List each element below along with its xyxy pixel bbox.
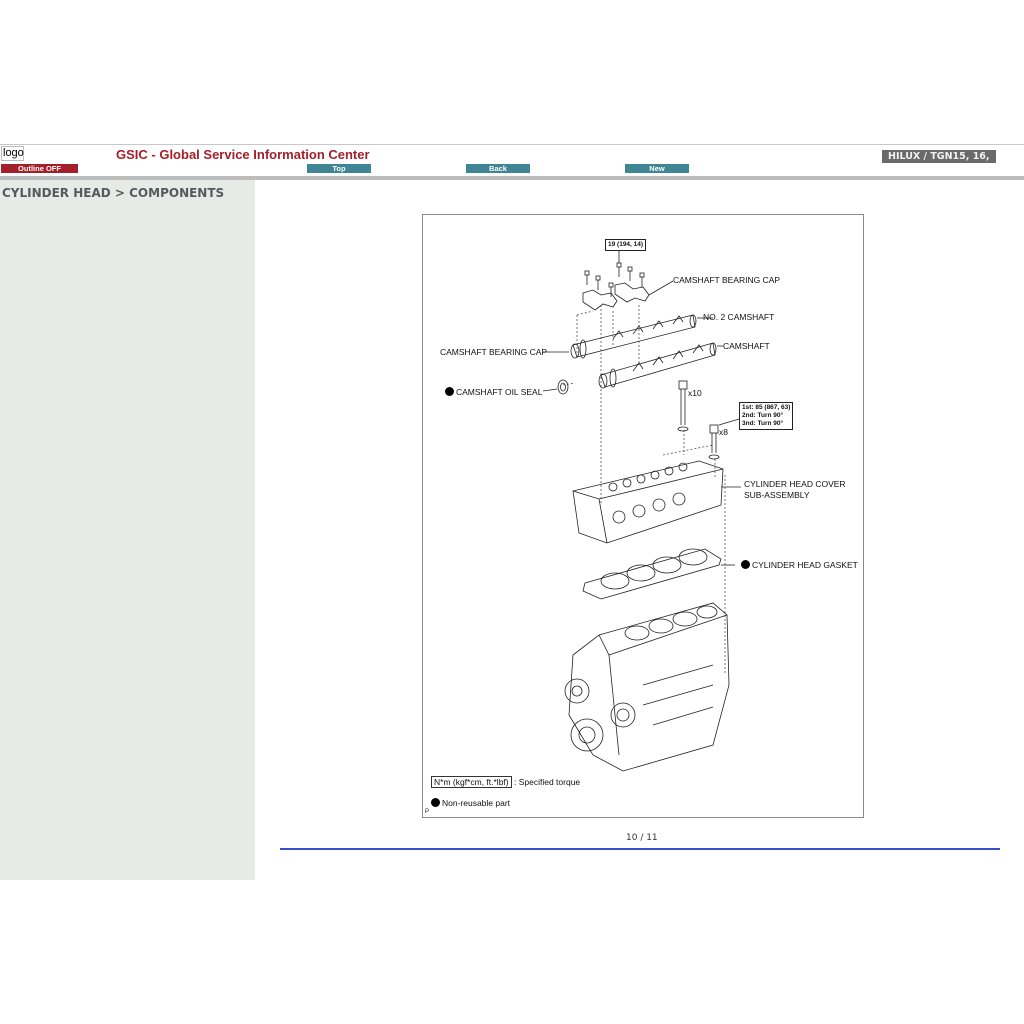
label-camshaft-bearing-cap-right: CAMSHAFT BEARING CAP bbox=[673, 275, 781, 285]
logo-image: logo bbox=[1, 146, 24, 161]
top-header bbox=[0, 144, 1024, 180]
torque-spec-box: 19 (194, 14) bbox=[605, 239, 647, 251]
label-cylinder-head-cover: CYLINDER HEAD COVER SUB-ASSEMBLY bbox=[744, 479, 846, 500]
back-button[interactable]: Back bbox=[466, 164, 530, 173]
non-reusable-dot-icon bbox=[445, 387, 454, 396]
header-divider bbox=[0, 176, 1024, 180]
vehicle-badge: HILUX / TGN15, 16, bbox=[882, 150, 996, 163]
label-camshaft-bearing-cap-left: CAMSHAFT BEARING CAP bbox=[440, 347, 548, 357]
site-title: GSIC - Global Service Information Center bbox=[116, 147, 370, 162]
legend-torque: N*m (kgf*cm, ft.*lbf) : Specified torque bbox=[431, 776, 580, 788]
breadcrumb: CYLINDER HEAD > COMPONENTS bbox=[2, 186, 225, 200]
oil-seal-icon bbox=[557, 379, 569, 395]
label-cylinder-head-gasket: CYLINDER HEAD GASKET bbox=[741, 560, 858, 570]
non-reusable-dot-icon bbox=[431, 798, 440, 807]
page-indicator: 10 / 11 bbox=[626, 833, 658, 843]
label-camshaft: CAMSHAFT bbox=[723, 341, 770, 351]
top-button[interactable]: Top bbox=[307, 164, 371, 173]
legend-non-reusable: Non-reusable part bbox=[431, 798, 510, 808]
cylinder-head-icon bbox=[572, 460, 724, 544]
new-button[interactable]: New bbox=[625, 164, 689, 173]
head-bolt-torque-box: 1st: 85 (867, 63) 2nd: Turn 90° 3nd: Tur… bbox=[739, 402, 794, 430]
components-diagram: 19 (194, 14) CAMSHAFT BEARING CAP NO. 2 … bbox=[422, 214, 864, 818]
label-x8: x8 bbox=[719, 427, 728, 437]
non-reusable-dot-icon bbox=[741, 560, 750, 569]
page-divider bbox=[280, 848, 1000, 850]
cylinder-head-gasket-icon bbox=[582, 548, 722, 600]
corner-mark: P bbox=[425, 809, 430, 815]
engine-block-icon bbox=[564, 602, 730, 772]
outline-off-button[interactable]: Outline OFF bbox=[1, 164, 78, 173]
bearing-cap-bolts-icon bbox=[584, 262, 645, 297]
engine-exploded-illustration bbox=[542, 251, 741, 772]
label-x10: x10 bbox=[688, 388, 702, 398]
label-no2-camshaft: NO. 2 CAMSHAFT bbox=[703, 312, 775, 322]
label-camshaft-oil-seal: CAMSHAFT OIL SEAL bbox=[445, 387, 542, 397]
sidebar bbox=[0, 180, 255, 880]
no2-camshaft-icon bbox=[570, 314, 697, 359]
camshaft-icon bbox=[598, 342, 717, 389]
